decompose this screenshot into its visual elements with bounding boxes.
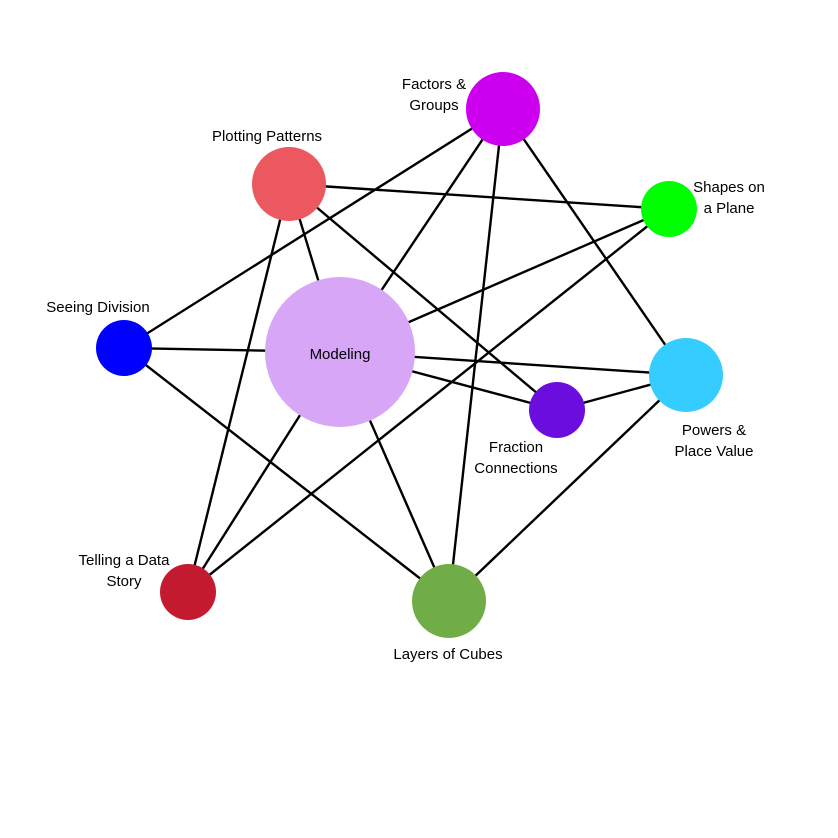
edge-factors-layers <box>447 108 505 602</box>
node-label-line: Seeing Division <box>46 299 149 316</box>
node-label-plotting: Plotting Patterns <box>212 128 322 145</box>
edge-plotting-fraction <box>288 183 558 411</box>
nodes-layer <box>96 72 723 638</box>
node-fraction <box>529 382 585 438</box>
node-label-line: Fraction <box>489 439 543 456</box>
edge-seeing-layers <box>123 347 450 602</box>
node-plotting <box>252 147 326 221</box>
edges-layer <box>123 107 687 602</box>
node-label-line: Shapes on <box>693 179 765 196</box>
node-label-line: Plotting Patterns <box>212 128 322 145</box>
node-label-layers: Layers of Cubes <box>393 646 502 663</box>
node-shapes <box>641 181 697 237</box>
node-label-line: Connections <box>474 460 557 477</box>
edge-plotting-shapes <box>288 182 670 211</box>
node-label-modeling: Modeling <box>310 346 371 363</box>
node-powers <box>649 338 723 412</box>
edge-shapes-telling <box>187 208 670 593</box>
node-layers <box>412 564 486 638</box>
node-label-line: Powers & <box>682 422 746 439</box>
node-label-shapes: Shapes on a Plane <box>693 179 765 217</box>
node-label-line: Story <box>106 573 142 590</box>
node-label-line: Groups <box>409 97 458 114</box>
node-label-line: Place Value <box>675 443 754 460</box>
edge-plotting-telling <box>186 183 291 593</box>
node-label-seeing: Seeing Division <box>46 299 149 316</box>
node-label-line: Factors & <box>402 76 466 93</box>
node-factors <box>466 72 540 146</box>
node-label-line: Layers of Cubes <box>393 646 502 663</box>
node-seeing <box>96 320 152 376</box>
node-label-line: a Plane <box>704 200 755 217</box>
node-telling <box>160 564 216 620</box>
edge-factors-seeing <box>123 107 504 350</box>
node-label-factors: Factors & Groups <box>402 76 466 114</box>
edge-powers-layers <box>448 374 687 602</box>
node-label-powers: Powers & Place Value <box>675 422 754 460</box>
node-modeling <box>265 277 415 427</box>
node-label-line: Modeling <box>310 346 371 363</box>
node-label-line: Telling a Data <box>79 552 171 569</box>
